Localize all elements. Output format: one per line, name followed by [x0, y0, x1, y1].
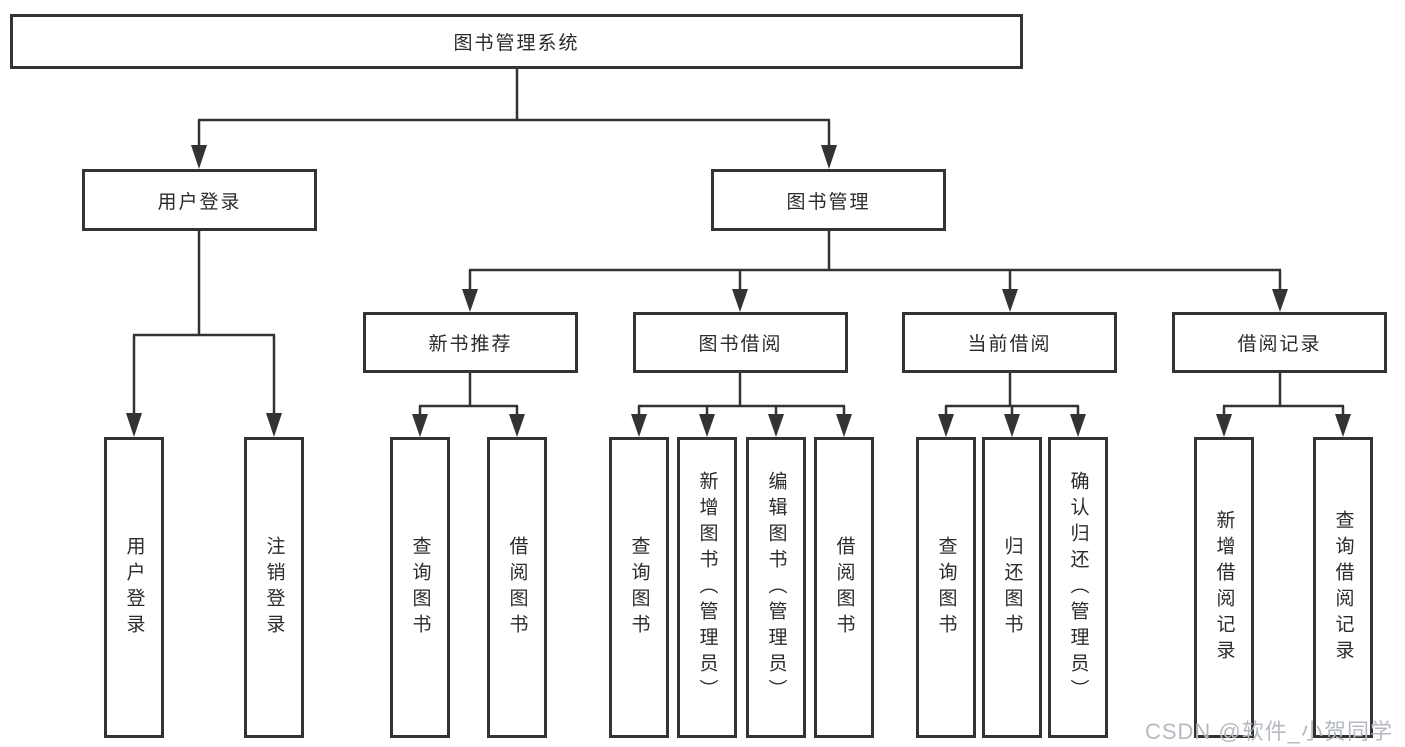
node-book-borrow: 图书借阅 [633, 312, 848, 373]
leaf-add-borrow-record: 新增借阅记录 [1194, 437, 1254, 738]
node-root-system: 图书管理系统 [10, 14, 1023, 69]
leaf-query-borrow-record: 查询借阅记录 [1313, 437, 1373, 738]
node-book-management: 图书管理 [711, 169, 946, 231]
leaf-return-books: 归还图书 [982, 437, 1042, 738]
connector-user-login-to-leaves [126, 231, 282, 437]
csdn-watermark: CSDN @软件_小贺同学 [1144, 719, 1393, 744]
leaf-query-books-recommend: 查询图书 [390, 437, 450, 738]
leaf-query-books-current: 查询图书 [916, 437, 976, 738]
leaf-edit-books-admin: 编辑图书（管理员） [746, 437, 806, 738]
connector-current-borrow-to-leaves [938, 373, 1086, 437]
connector-book-borrow-to-leaves [631, 373, 852, 437]
node-new-book-recommend: 新书推荐 [363, 312, 578, 373]
connector-book-management-to-level3 [462, 231, 1288, 312]
leaf-borrow-books: 借阅图书 [814, 437, 874, 738]
leaf-add-books-admin: 新增图书（管理员） [677, 437, 737, 738]
connector-borrow-records-to-leaves [1216, 373, 1351, 437]
node-current-borrow: 当前借阅 [902, 312, 1117, 373]
connector-root-to-level2 [191, 69, 837, 169]
leaf-query-books-borrow: 查询图书 [609, 437, 669, 738]
node-user-login: 用户登录 [82, 169, 317, 231]
leaf-user-login: 用户登录 [104, 437, 164, 738]
connector-new-books-to-leaves [412, 373, 525, 437]
leaf-borrow-books-recommend: 借阅图书 [487, 437, 547, 738]
leaf-confirm-return-admin: 确认归还（管理员） [1048, 437, 1108, 738]
leaf-logout: 注销登录 [244, 437, 304, 738]
node-borrow-records: 借阅记录 [1172, 312, 1387, 373]
